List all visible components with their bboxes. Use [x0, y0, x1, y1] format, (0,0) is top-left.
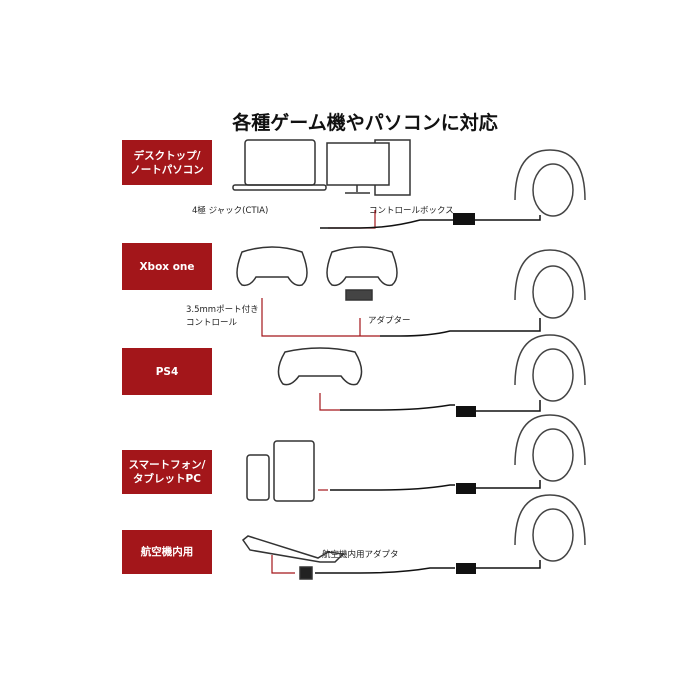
label-line: スマートフォン/: [128, 459, 206, 471]
note-airplane-adapter: 航空機内用アダプタ: [322, 550, 399, 560]
airplane-adapter-icon: [299, 566, 313, 580]
label-line: Xbox one: [139, 260, 195, 273]
ps4-controller-icon: [277, 347, 363, 386]
label-desktop-laptop: デスクトップ/ ノートパソコン: [122, 140, 212, 185]
note-35mm-port: 3.5mmポート付き: [186, 305, 259, 315]
label-airplane: 航空機内用: [122, 530, 212, 574]
headset-cables: [465, 215, 541, 569]
label-line: ノートパソコン: [130, 163, 204, 176]
label-smartphone-tablet: スマートフォン/ タブレットPC: [122, 450, 212, 494]
xbox-controller-icon: [236, 246, 398, 301]
note-adapter: アダプター: [368, 316, 411, 326]
tablet-icon: [273, 440, 315, 502]
note-4pole-jack: 4極 ジャック(CTIA): [192, 206, 269, 216]
label-line: デスクトップ/: [133, 149, 201, 162]
label-line: タブレットPC: [133, 473, 201, 485]
label-xbox-one: Xbox one: [122, 243, 212, 290]
note-control-box: コントロールボックス: [369, 206, 454, 216]
page-title: 各種ゲーム機やパソコンに対応: [232, 112, 498, 134]
airplane-icon: [241, 535, 345, 563]
label-line: 航空機内用: [140, 546, 194, 558]
label-ps4: PS4: [122, 348, 212, 395]
label-line: PS4: [155, 365, 179, 378]
smartphone-icon: [246, 454, 270, 501]
headset-icons: [514, 149, 586, 562]
laptop-icon: [232, 139, 327, 191]
note-controller: コントロール: [186, 318, 238, 328]
desktop-pc-icon: [326, 139, 411, 196]
control-box-icons: [453, 213, 476, 574]
